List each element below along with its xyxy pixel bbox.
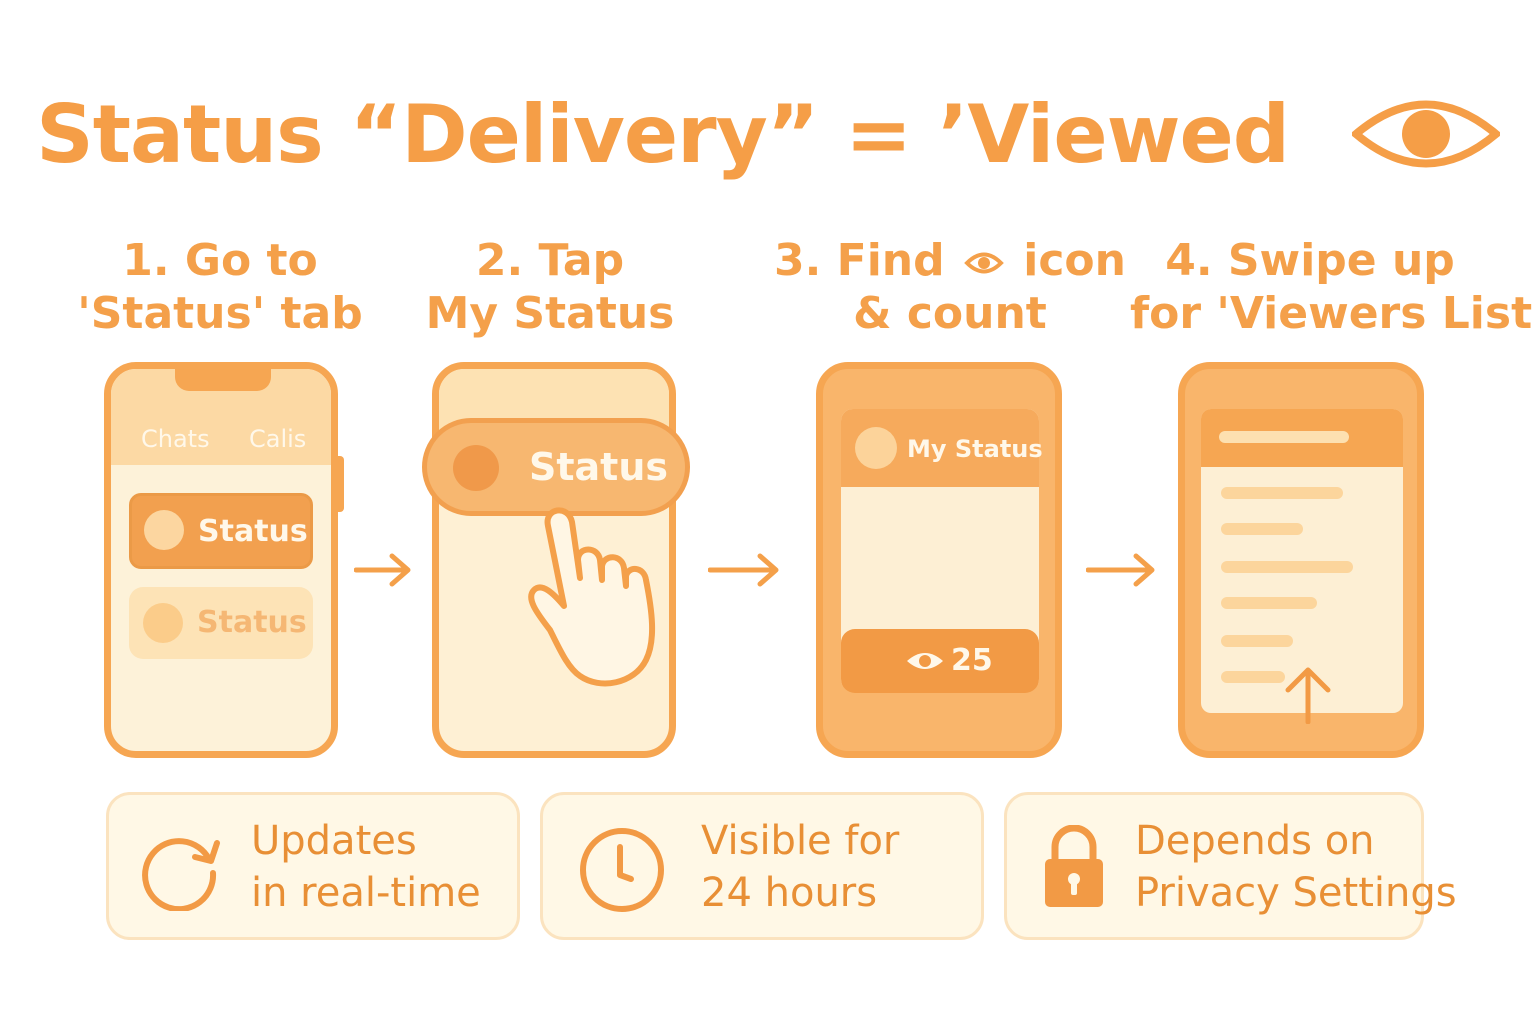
eye-icon	[964, 252, 1004, 274]
view-count: 25	[951, 643, 993, 678]
avatar	[453, 445, 499, 491]
step-4-label: 4. Swipe up for 'Viewers List'	[1130, 234, 1536, 340]
card-line1: Updates	[251, 818, 417, 864]
status-header: My Status	[841, 409, 1043, 487]
lock-icon	[1045, 825, 1103, 907]
list-item[interactable]	[1221, 635, 1293, 647]
step-4-line2: for 'Viewers List'	[1130, 288, 1536, 339]
step-3-line2: & count	[853, 288, 1047, 339]
clock-icon	[580, 828, 664, 912]
status-row[interactable]: Status	[129, 587, 313, 659]
info-card-visible: Visible for 24 hours	[540, 792, 984, 940]
tab-calls[interactable]: Calis	[249, 425, 307, 453]
step-3-label: 3. Find icon & count	[770, 234, 1130, 340]
my-status-pill-label: Status	[529, 445, 669, 489]
tab-chats[interactable]: Chats	[141, 425, 210, 453]
avatar	[143, 603, 183, 643]
refresh-icon	[142, 838, 220, 911]
card-text: Updates in real-time	[251, 815, 481, 919]
step-3-line1: 3. Find icon	[770, 234, 1130, 287]
status-row-selected[interactable]: Status	[129, 493, 313, 569]
card-line2: in real-time	[251, 870, 481, 916]
arrow-right-icon	[354, 552, 412, 588]
list-item[interactable]	[1221, 487, 1343, 499]
header-line	[1219, 431, 1349, 443]
sheet-header	[1201, 409, 1403, 467]
eye-icon	[907, 653, 943, 669]
card-text: Depends on Privacy Settings	[1135, 815, 1457, 919]
step-1-line1: 1. Go to	[122, 235, 318, 286]
page-title: Status “Delivery” = ’Viewed	[0, 82, 1536, 181]
step-3-line1-post: icon	[1023, 235, 1126, 286]
step-2-line2: My Status	[425, 288, 675, 339]
phone-notch	[175, 369, 271, 391]
phone-view-count: My Status 25	[816, 362, 1062, 758]
list-item[interactable]	[1221, 523, 1303, 535]
step-3-line1-pre: 3. Find	[774, 235, 945, 286]
card-line1: Depends on	[1135, 818, 1375, 864]
step-2-label: 2. Tap My Status	[400, 234, 700, 340]
my-status-pill[interactable]: Status	[422, 418, 690, 516]
info-card-privacy: Depends on Privacy Settings	[1004, 792, 1457, 940]
arrow-right-icon	[708, 552, 780, 588]
card-text: Visible for 24 hours	[701, 815, 899, 919]
arrow-right-icon	[1086, 552, 1156, 588]
eye-icon	[1351, 100, 1500, 168]
step-1-label: 1. Go to 'Status' tab	[60, 234, 380, 340]
step-1-line2: 'Status' tab	[77, 288, 363, 339]
hand-pointer-icon	[520, 500, 670, 694]
card-line1: Visible for	[701, 818, 900, 864]
card-line2: Privacy Settings	[1135, 870, 1457, 916]
list-item[interactable]	[1221, 561, 1353, 573]
phone-viewers-list	[1178, 362, 1424, 758]
card-line2: 24 hours	[701, 870, 878, 916]
list-item[interactable]	[1221, 597, 1317, 609]
status-row-label: Status	[197, 605, 307, 640]
avatar	[144, 510, 184, 550]
step-2-line1: 2. Tap	[475, 235, 625, 286]
avatar	[855, 427, 897, 469]
info-card-realtime: Updates in real-time	[106, 792, 520, 940]
viewers-list-sheet	[1201, 409, 1403, 713]
view-count-bar[interactable]: 25	[841, 629, 1039, 693]
phone-status-tab: Chats Calis Status Status	[104, 362, 338, 758]
status-row-label: Status	[198, 514, 308, 549]
step-4-line1: 4. Swipe up	[1165, 235, 1455, 286]
list-item[interactable]	[1221, 671, 1285, 683]
status-header-label: My Status	[907, 435, 1043, 463]
title-text: Status “Delivery” = ’Viewed	[36, 87, 1290, 181]
side-button	[336, 456, 344, 512]
swipe-up-arrow-icon	[1282, 664, 1334, 728]
